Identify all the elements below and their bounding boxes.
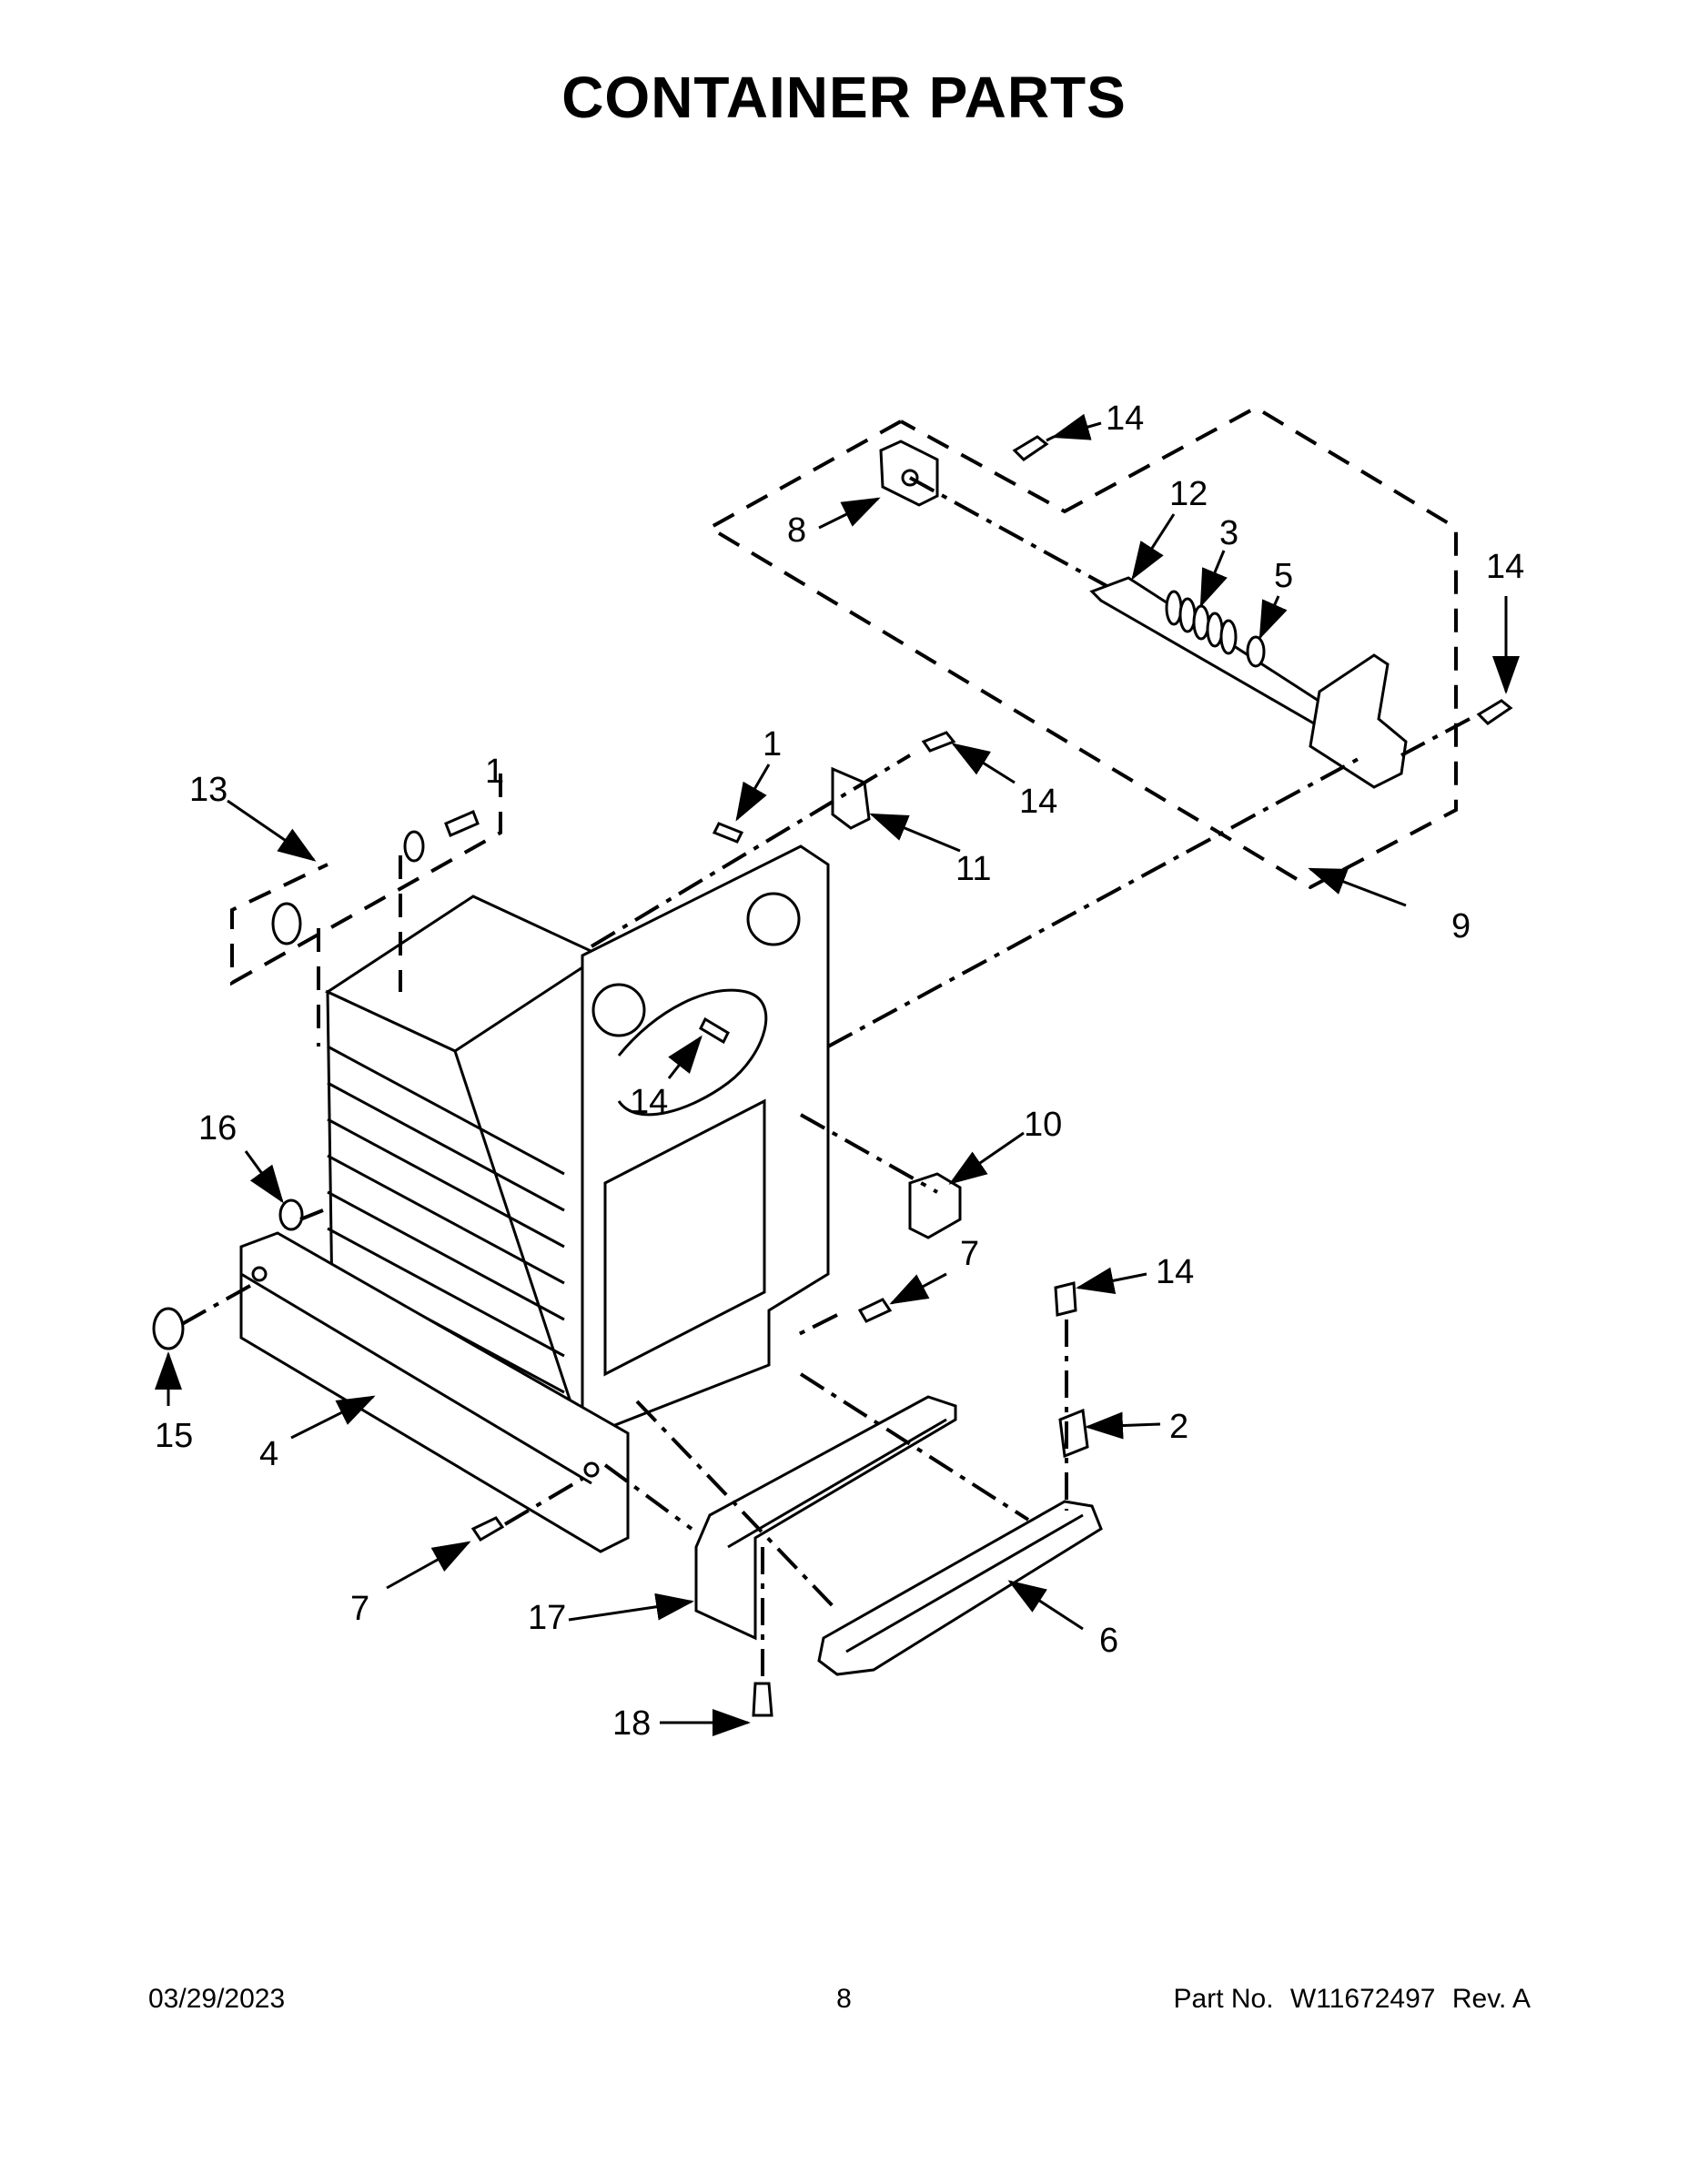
- callout-11: 11: [955, 850, 991, 888]
- clip-2: [1058, 1408, 1089, 1459]
- top-edge-centerline: [590, 753, 912, 948]
- slide-centerline-c: [603, 1463, 693, 1531]
- callout-4: 4: [259, 1435, 278, 1473]
- slide-centerline-a: [635, 1400, 839, 1613]
- rail-body: [239, 1231, 630, 1553]
- callout-13: 13: [189, 771, 227, 809]
- bracket-11: [831, 766, 871, 830]
- bottom-rail: [152, 1198, 630, 1553]
- callout-10: 10: [1024, 1106, 1062, 1144]
- front-panel-cutout: [617, 988, 768, 1117]
- container-body: [324, 731, 1366, 1441]
- screw-center: [699, 1016, 730, 1045]
- callout-1-top: 1: [763, 725, 782, 763]
- callout-2: 2: [1169, 1408, 1188, 1446]
- front-panel-window: [603, 1098, 766, 1377]
- front-boss-right: [746, 892, 801, 946]
- screw-7-left: [470, 1516, 505, 1542]
- screw-bracket: [921, 731, 956, 753]
- callout-8: 8: [787, 511, 806, 550]
- slide-centerline-d: [791, 1313, 838, 1340]
- footer-part-number: Part No. W11672497 Rev. A: [1165, 1984, 1531, 2015]
- group-13: [230, 774, 502, 1046]
- callout-labels: 14 8 12 3 5 14 1 13 1 14 11 9 14 10 16 7…: [155, 399, 1524, 1743]
- callout-leaders: [155, 413, 1520, 1736]
- group-9-outline: [706, 405, 1458, 890]
- revision: Rev. A: [1451, 1984, 1531, 2014]
- screw-7-left-centerline: [503, 1477, 584, 1526]
- screw-1-top: [712, 822, 744, 844]
- callout-17: 17: [528, 1599, 566, 1637]
- screw-18: [752, 1682, 773, 1717]
- callout-14-top: 14: [1106, 399, 1144, 438]
- callout-14-center: 14: [630, 1083, 668, 1121]
- footer-page-number: 8: [836, 1984, 852, 2014]
- callout-15: 15: [155, 1417, 193, 1455]
- handle-6: [817, 1500, 1103, 1676]
- callout-5: 5: [1274, 557, 1293, 595]
- screw-right-centerline: [1400, 717, 1471, 757]
- callout-1-left: 1: [485, 753, 504, 791]
- end-bracket: [1309, 653, 1408, 789]
- hinge-rod-assembly: [706, 405, 1513, 890]
- group-13-outline: [230, 774, 502, 986]
- callout-12: 12: [1169, 475, 1208, 513]
- screw-right: [1476, 699, 1513, 725]
- knob: [271, 902, 302, 945]
- callout-9: 9: [1451, 907, 1471, 945]
- part-16-centerline: [299, 1208, 324, 1221]
- washer: [1246, 635, 1266, 668]
- bracket-10: [800, 1113, 962, 1239]
- page-title: CONTAINER PARTS: [561, 65, 1127, 130]
- screw-7-right: [857, 1298, 893, 1323]
- front-slide: [603, 1281, 1103, 1717]
- slide-centerline-b: [799, 1372, 1030, 1522]
- washer-13: [403, 830, 425, 863]
- slide-plate-17: [694, 1395, 957, 1641]
- callout-14-lower: 14: [1156, 1253, 1194, 1291]
- foot-15: [152, 1307, 185, 1350]
- spring: [1165, 590, 1238, 655]
- callout-18: 18: [612, 1704, 651, 1743]
- screw-13: [444, 810, 480, 837]
- callout-14-right: 14: [1486, 548, 1524, 586]
- bracket-10-centerline: [800, 1113, 938, 1194]
- footer-date: 03/29/2023: [148, 1984, 286, 2014]
- rear-centerline: [827, 753, 1366, 1048]
- callout-7-right: 7: [960, 1235, 979, 1273]
- callout-7-left: 7: [350, 1590, 369, 1628]
- bracket-10-body: [908, 1172, 962, 1239]
- callout-16: 16: [198, 1109, 237, 1148]
- part-no-label: Part No.: [1173, 1984, 1274, 2014]
- callout-3: 3: [1219, 514, 1238, 552]
- callout-6: 6: [1099, 1622, 1118, 1660]
- part-16: [278, 1198, 304, 1231]
- front-boss-left: [591, 983, 646, 1037]
- screw-14-lower: [1054, 1281, 1077, 1317]
- screw-top: [1012, 435, 1055, 461]
- callout-14-bracket: 14: [1019, 783, 1057, 821]
- part-no-value: W11672497: [1289, 1984, 1436, 2014]
- foot-centerline: [181, 1281, 256, 1326]
